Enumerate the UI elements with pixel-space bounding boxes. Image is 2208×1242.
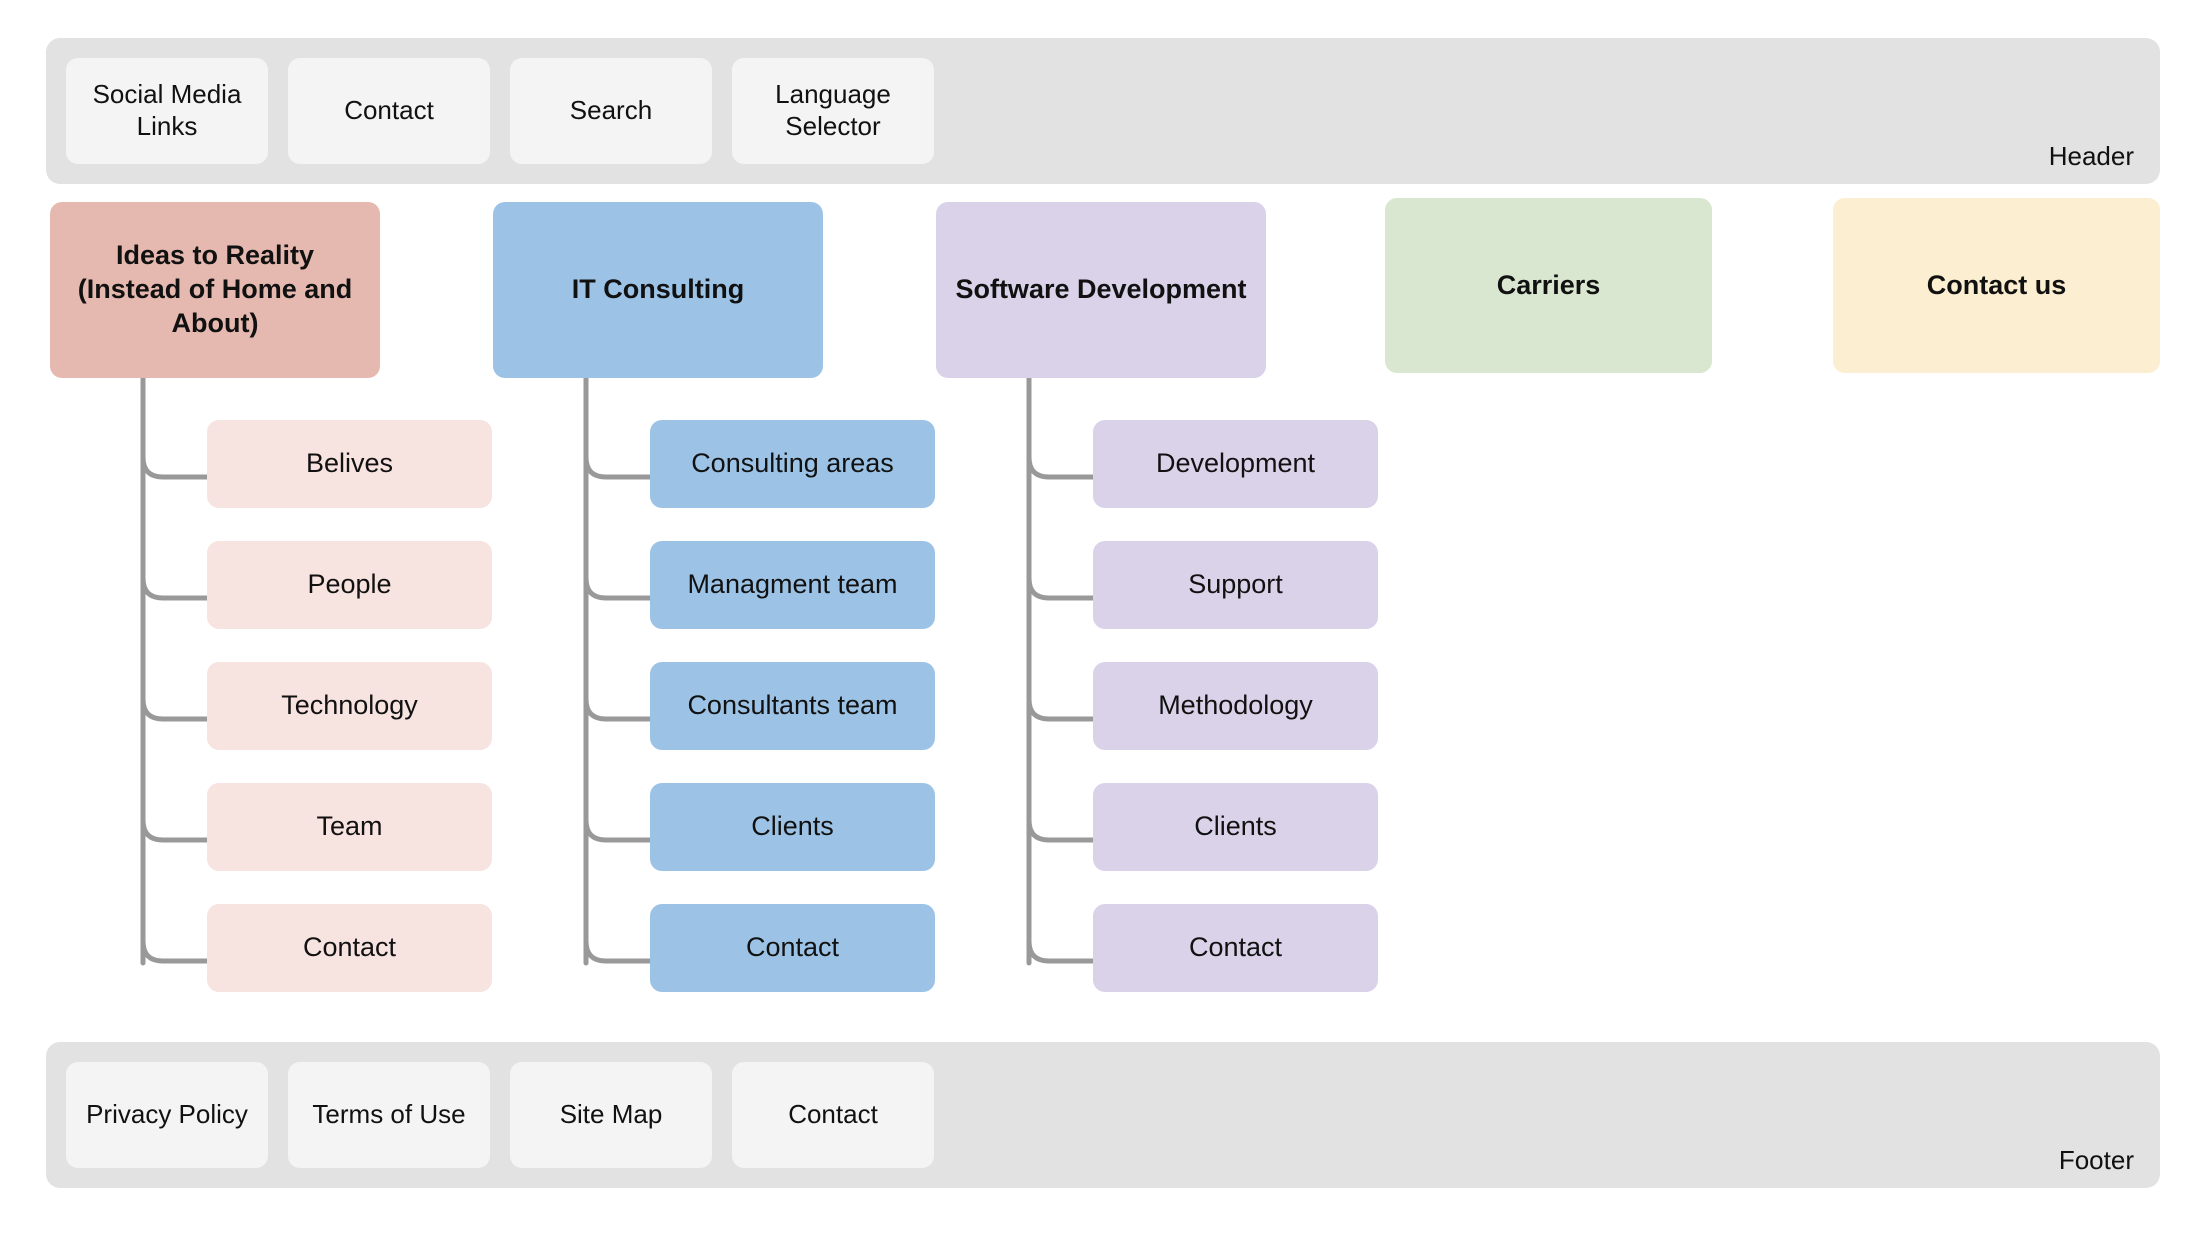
connector-branch-col2-5 bbox=[583, 938, 653, 964]
sitemap-parent-carriers[interactable]: Carriers bbox=[1385, 198, 1712, 373]
header-chip-language-selector[interactable]: Language Selector bbox=[732, 58, 934, 164]
sitemap-child-label: Contact bbox=[1188, 932, 1283, 963]
sitemap-child-consultants-team[interactable]: Consultants team bbox=[650, 662, 935, 750]
sitemap-child-label: Technology bbox=[281, 690, 418, 721]
sitemap-parent-ideas-to-reality[interactable]: Ideas to Reality (Instead of Home and Ab… bbox=[50, 202, 380, 378]
sitemap-child-contact[interactable]: Contact bbox=[650, 904, 935, 992]
sitemap-child-label: Managment team bbox=[687, 569, 898, 600]
sitemap-child-technology[interactable]: Technology bbox=[207, 662, 492, 750]
sitemap-child-label: Team bbox=[316, 811, 383, 842]
sitemap-parent-label: Software Development bbox=[955, 274, 1247, 305]
sitemap-child-contact[interactable]: Contact bbox=[1093, 904, 1378, 992]
sitemap-child-label: Belives bbox=[305, 448, 394, 479]
sitemap-child-label: Clients bbox=[751, 811, 834, 842]
footer-chip-privacy-policy[interactable]: Privacy Policy bbox=[66, 1062, 268, 1168]
connector-branch-col2-1 bbox=[583, 454, 653, 480]
sitemap-child-label: Support bbox=[1188, 569, 1283, 600]
header-chip-social-media-links[interactable]: Social Media Links bbox=[66, 58, 268, 164]
sitemap-child-label: Methodology bbox=[1158, 690, 1313, 721]
sitemap-child-managment-team[interactable]: Managment team bbox=[650, 541, 935, 629]
connector-branch-col3-4 bbox=[1026, 817, 1096, 843]
header-chip-search[interactable]: Search bbox=[510, 58, 712, 164]
connector-branch-col3-1 bbox=[1026, 454, 1096, 480]
sitemap-child-people[interactable]: People bbox=[207, 541, 492, 629]
connector-branch-col2-2 bbox=[583, 575, 653, 601]
sitemap-child-label: People bbox=[307, 569, 392, 600]
header-chip-label: Contact bbox=[344, 95, 434, 126]
sitemap-child-label: Contact bbox=[302, 932, 397, 963]
connector-branch-col1-1 bbox=[140, 454, 210, 480]
sitemap-parent-label: Contact us bbox=[1926, 269, 2067, 300]
footer-label: Footer bbox=[2058, 1145, 2134, 1175]
sitemap-child-clients[interactable]: Clients bbox=[1093, 783, 1378, 871]
footer-chip-site-map[interactable]: Site Map bbox=[510, 1062, 712, 1168]
connector-branch-col2-4 bbox=[583, 817, 653, 843]
sitemap-parent-it-consulting[interactable]: IT Consulting bbox=[493, 202, 823, 378]
sitemap-child-support[interactable]: Support bbox=[1093, 541, 1378, 629]
sitemap-child-label: Clients bbox=[1194, 811, 1277, 842]
sitemap-child-development[interactable]: Development bbox=[1093, 420, 1378, 508]
sitemap-parent-contact-us[interactable]: Contact us bbox=[1833, 198, 2160, 373]
sitemap-parent-label: IT Consulting bbox=[571, 274, 745, 305]
connector-branch-col1-3 bbox=[140, 696, 210, 722]
connector-branch-col2-3 bbox=[583, 696, 653, 722]
sitemap-parent-label: Ideas to Reality (Instead of Home and Ab… bbox=[77, 240, 353, 338]
header-chip-label: Search bbox=[569, 95, 653, 126]
sitemap-child-team[interactable]: Team bbox=[207, 783, 492, 871]
connector-branch-col3-2 bbox=[1026, 575, 1096, 601]
sitemap-parent-label: Carriers bbox=[1496, 269, 1601, 300]
sitemap-child-label: Consulting areas bbox=[691, 448, 894, 479]
footer-chip-terms-of-use[interactable]: Terms of Use bbox=[288, 1062, 490, 1168]
sitemap-parent-software-development[interactable]: Software Development bbox=[936, 202, 1266, 378]
footer-chip-contact[interactable]: Contact bbox=[732, 1062, 934, 1168]
connector-branch-col1-2 bbox=[140, 575, 210, 601]
sitemap-child-contact[interactable]: Contact bbox=[207, 904, 492, 992]
sitemap-child-label: Consultants team bbox=[687, 690, 898, 721]
header-chip-label: Social Media Links bbox=[92, 79, 242, 141]
header-label: Header bbox=[2048, 141, 2134, 171]
connector-branch-col3-3 bbox=[1026, 696, 1096, 722]
footer-chip-label: Site Map bbox=[559, 1099, 663, 1130]
sitemap-child-clients[interactable]: Clients bbox=[650, 783, 935, 871]
footer-chip-label: Terms of Use bbox=[312, 1099, 466, 1130]
connector-branch-col1-5 bbox=[140, 938, 210, 964]
footer-chip-label: Contact bbox=[788, 1099, 878, 1130]
header-chip-label: Language Selector bbox=[775, 79, 891, 141]
sitemap-child-consulting-areas[interactable]: Consulting areas bbox=[650, 420, 935, 508]
sitemap-child-belives[interactable]: Belives bbox=[207, 420, 492, 508]
header-chip-contact[interactable]: Contact bbox=[288, 58, 490, 164]
connector-branch-col3-5 bbox=[1026, 938, 1096, 964]
sitemap-child-label: Development bbox=[1155, 448, 1316, 479]
connector-branch-col1-4 bbox=[140, 817, 210, 843]
sitemap-child-label: Contact bbox=[745, 932, 840, 963]
footer-chip-label: Privacy Policy bbox=[86, 1099, 248, 1130]
sitemap-child-methodology[interactable]: Methodology bbox=[1093, 662, 1378, 750]
